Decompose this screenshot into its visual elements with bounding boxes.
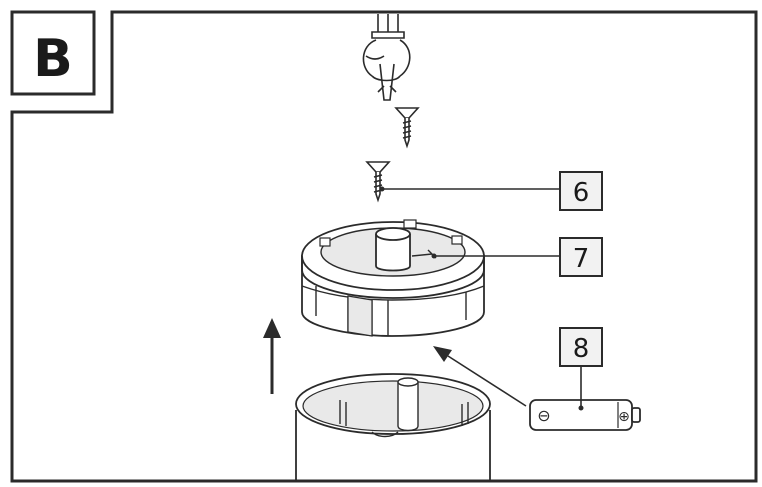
battery-insert-arrow <box>433 346 527 407</box>
callout-7: 7 <box>431 237 603 277</box>
lamp-head-cap <box>301 219 485 337</box>
battery-plus-symbol: ⊕ <box>618 409 630 425</box>
step-letter: B <box>33 29 73 89</box>
battery-minus-symbol: ⊖ <box>537 406 550 425</box>
panel-frame <box>10 10 758 483</box>
upper-screw <box>394 107 420 149</box>
insert-arrow <box>263 318 281 394</box>
callout-8-box <box>559 327 603 367</box>
callout-6: 6 <box>379 171 603 211</box>
callout-6-box <box>559 171 603 211</box>
battery: ⊖ ⊕ <box>529 399 641 431</box>
callout-7-box <box>559 237 603 277</box>
base-housing <box>295 373 491 481</box>
callout-6-number: 6 <box>573 178 590 208</box>
callout-7-number: 7 <box>573 244 590 274</box>
step-label-box <box>10 10 96 96</box>
hanging-bracket <box>362 14 411 101</box>
callout-8: 8 <box>559 327 603 411</box>
step-label: B <box>10 10 96 96</box>
callout-8-number: 8 <box>573 334 590 364</box>
screw <box>365 161 391 203</box>
